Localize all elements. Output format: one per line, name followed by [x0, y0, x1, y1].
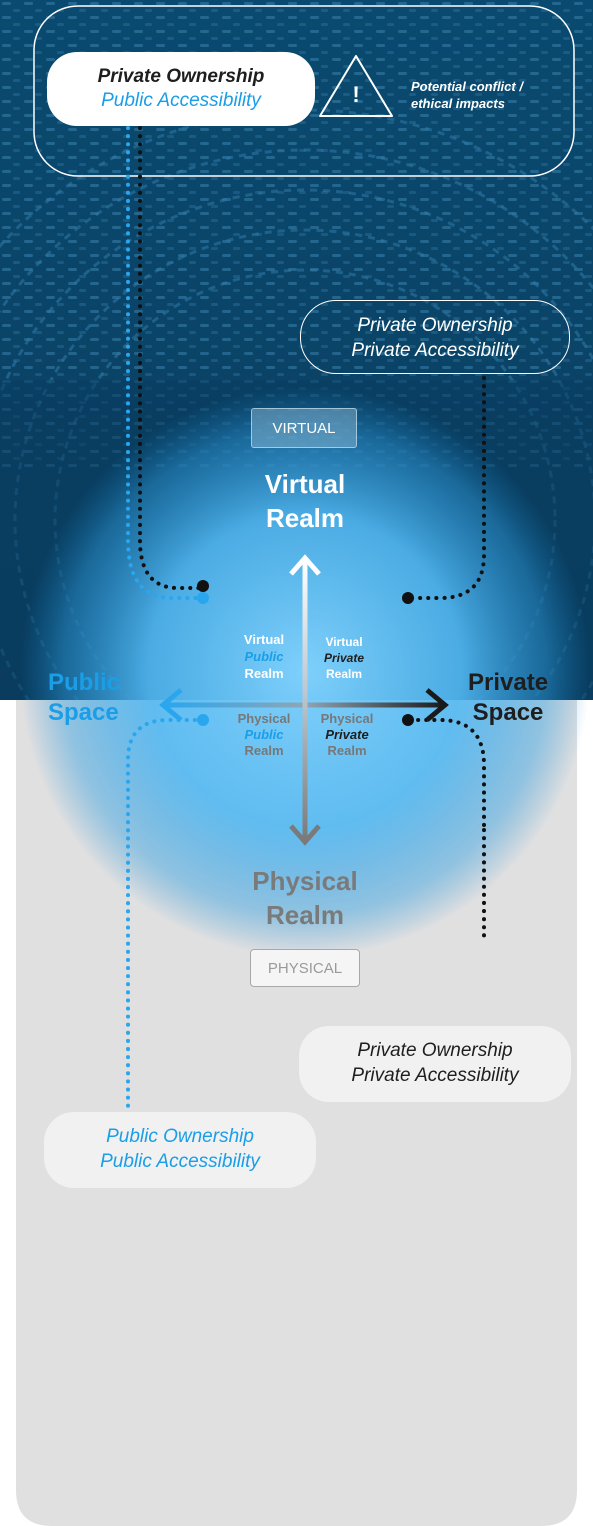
- virtual-realm-line2: Realm: [265, 503, 345, 533]
- quadrant-physical-private: Physical Private Realm: [311, 711, 383, 759]
- virtual-realm-label: Virtual Realm: [215, 467, 395, 535]
- virtual-realm-line1: Virtual: [264, 469, 346, 499]
- quadrant-physical-public: Physical Public Realm: [228, 711, 300, 759]
- conflict-note-line2: ethical impacts: [411, 96, 505, 111]
- physical-realm-label: Physical Realm: [200, 864, 410, 932]
- physical-realm-line2: Realm: [265, 900, 345, 930]
- quadrant-virtual-public: Virtual Public Realm: [232, 631, 296, 682]
- vp-line3: Realm: [244, 666, 284, 681]
- top-accessibility-label: Public Accessibility: [101, 90, 261, 111]
- quadrant-virtual-private: Virtual Private Realm: [312, 634, 376, 682]
- lower-right-callout: Private Ownership Private Accessibility: [299, 1026, 571, 1102]
- top-ownership-pill: Private Ownership Public Accessibility: [47, 52, 315, 126]
- ppr-line3: Realm: [327, 743, 367, 758]
- vpr-line3: Realm: [325, 667, 363, 681]
- private-space-line1: Private: [468, 669, 549, 696]
- pp-line1: Physical: [237, 711, 291, 726]
- lower-right-ownership: Private Ownership: [357, 1040, 513, 1061]
- physical-realm-line1: Physical: [252, 866, 358, 896]
- physical-tag: PHYSICAL: [250, 949, 360, 987]
- upper-right-accessibility: Private Accessibility: [351, 340, 519, 361]
- upper-right-ownership: Private Ownership: [357, 315, 513, 336]
- upper-right-callout: Private Ownership Private Accessibility: [300, 300, 570, 374]
- ppr-line2: Private: [325, 727, 369, 742]
- public-space-line1: Public: [48, 669, 121, 696]
- conflict-note-line1: Potential conflict /: [411, 79, 523, 94]
- lower-right-accessibility: Private Accessibility: [351, 1065, 519, 1086]
- vp-line1: Virtual: [243, 632, 285, 647]
- pp-line3: Realm: [244, 743, 284, 758]
- lower-left-accessibility: Public Accessibility: [100, 1151, 260, 1172]
- conflict-note: Potential conflict / ethical impacts: [411, 78, 523, 112]
- vpr-line1: Virtual: [325, 635, 363, 649]
- vp-line2: Public: [244, 649, 284, 664]
- lower-left-ownership: Public Ownership: [106, 1126, 254, 1147]
- top-ownership-label: Private Ownership: [97, 66, 265, 87]
- vpr-line2: Private: [323, 651, 365, 665]
- ppr-line1: Physical: [320, 711, 374, 726]
- warning-mark: !: [352, 82, 360, 107]
- public-space-label: Public Space: [48, 668, 120, 728]
- lower-left-callout: Public Ownership Public Accessibility: [44, 1112, 316, 1188]
- virtual-tag: VIRTUAL: [251, 408, 357, 448]
- private-space-label: Private Space: [468, 668, 548, 728]
- private-space-line2: Space: [472, 699, 544, 726]
- public-space-line2: Space: [48, 699, 119, 726]
- pp-line2: Public: [244, 727, 284, 742]
- warning-triangle-icon: [319, 55, 393, 117]
